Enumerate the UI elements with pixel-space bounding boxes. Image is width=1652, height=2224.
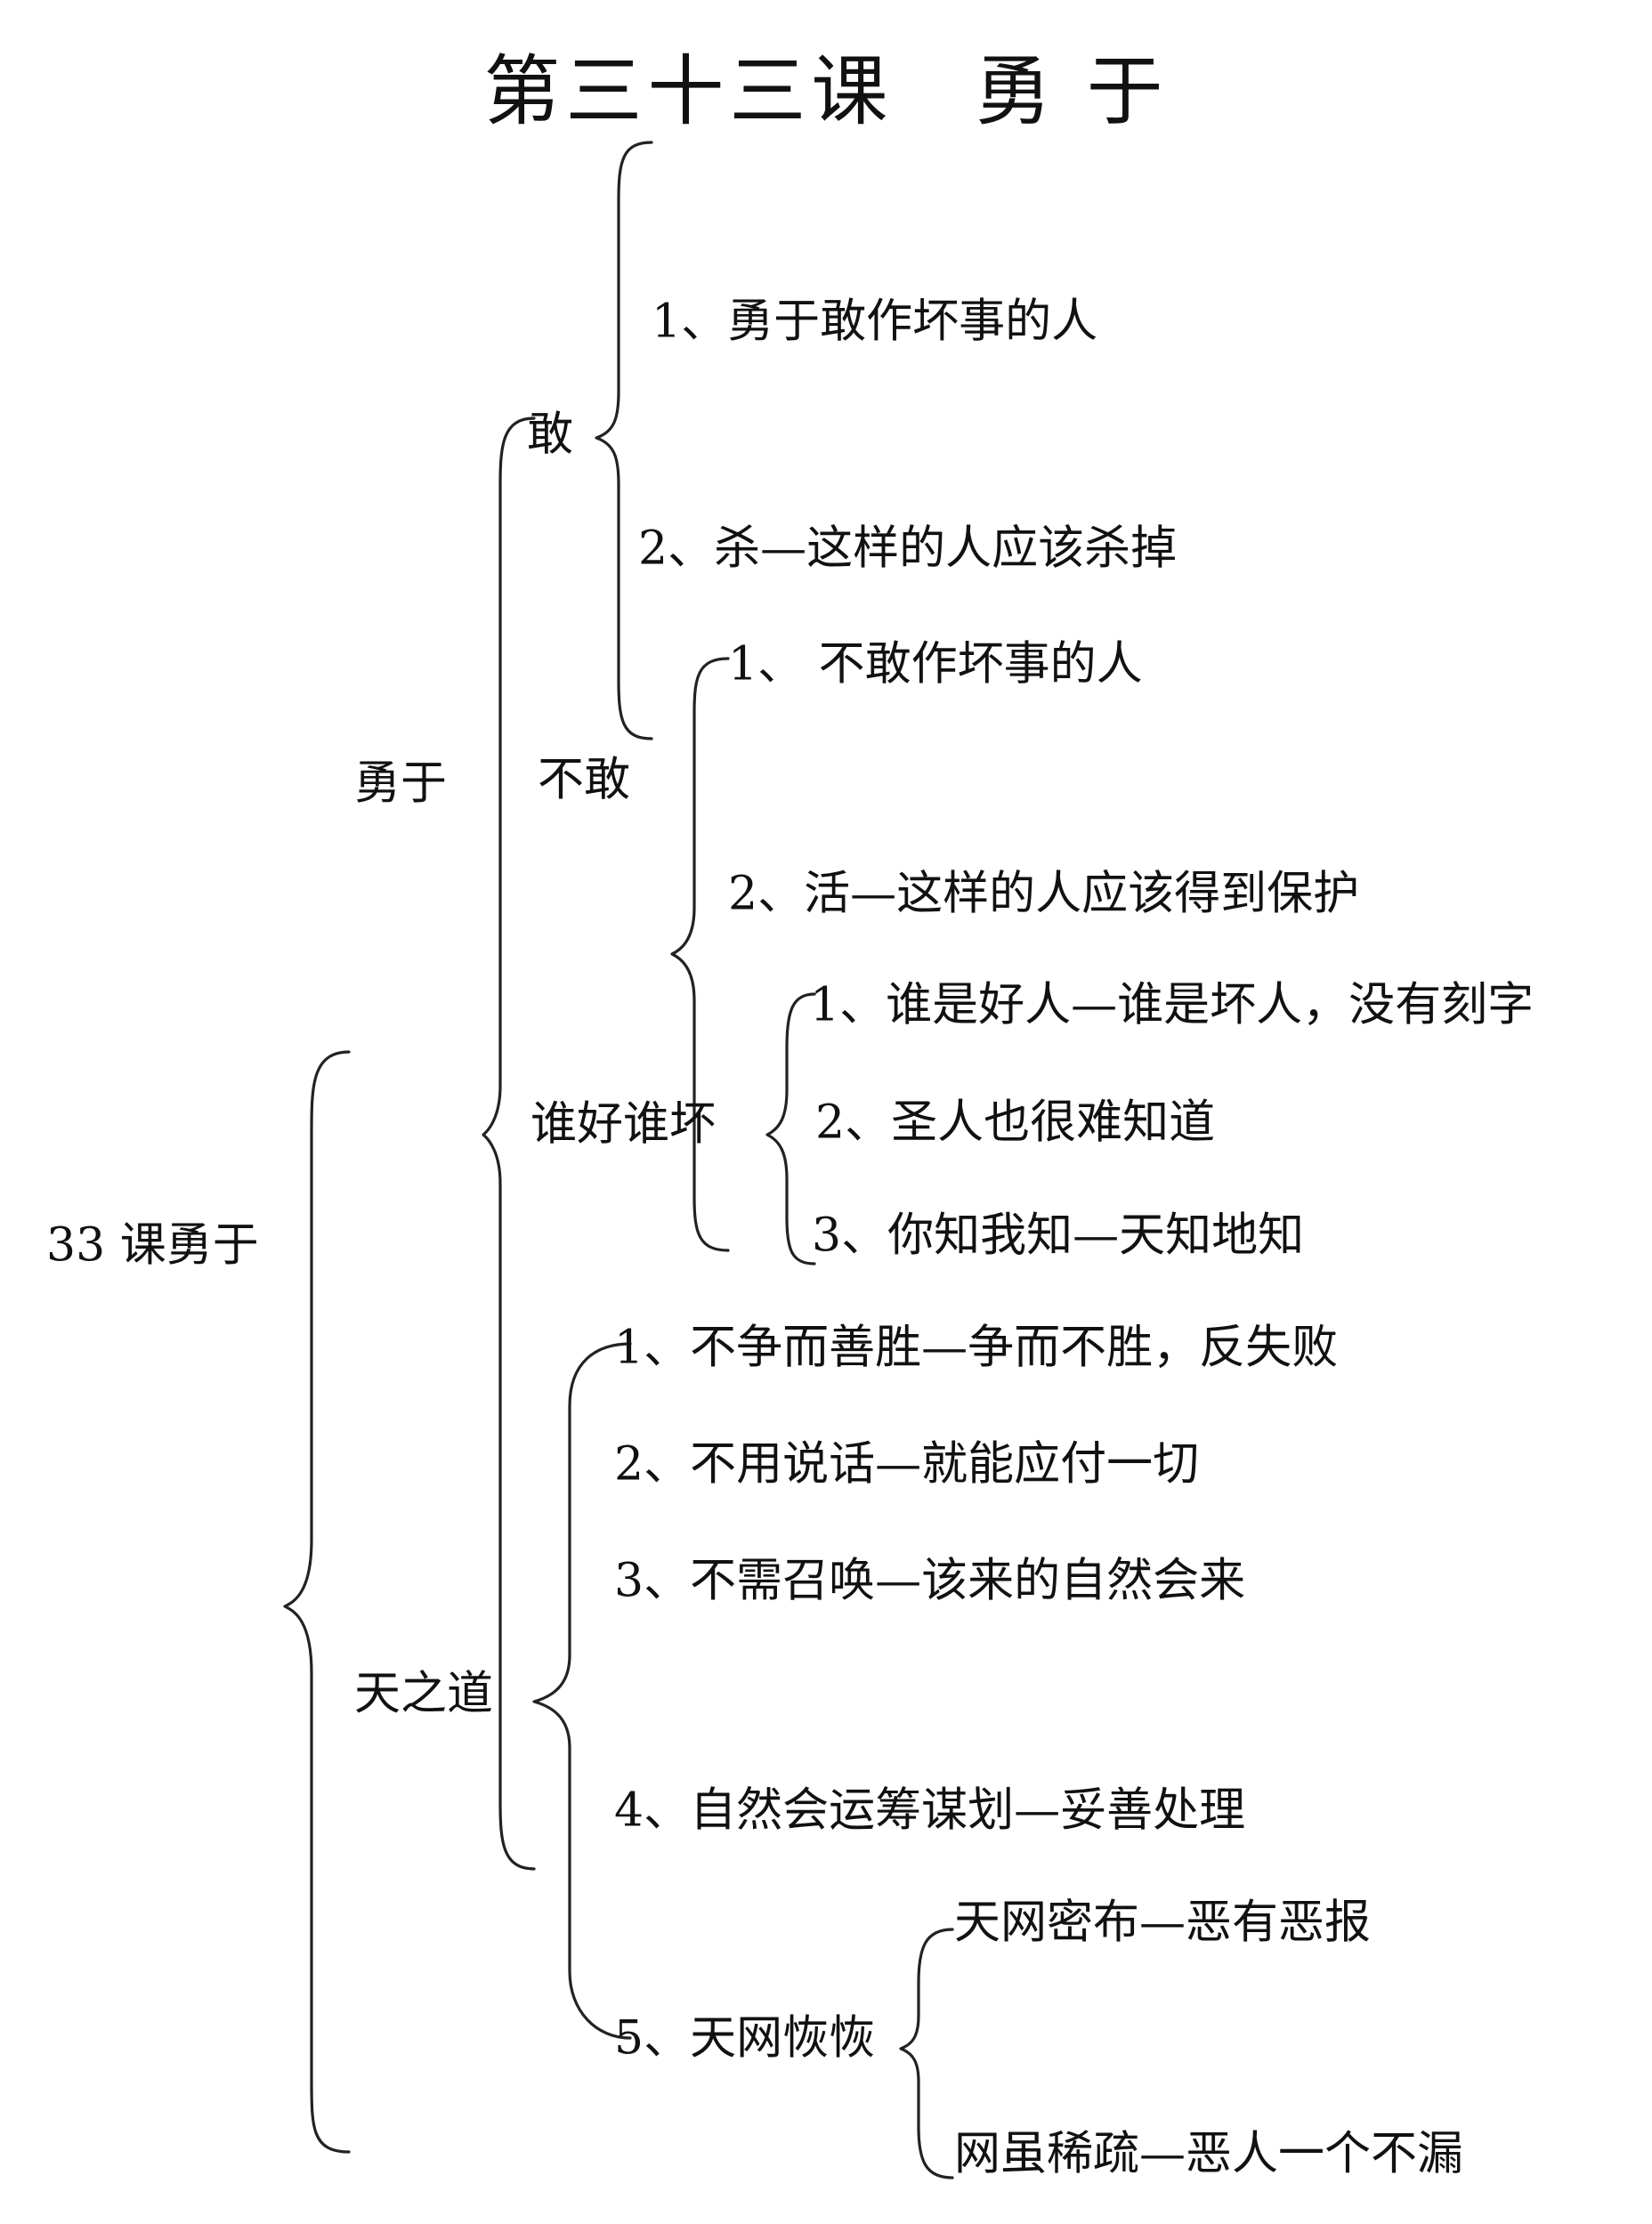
leaf-item: 1、谁是好人—谁是坏人，没有刻字 — [810, 979, 1534, 1032]
leaf-item: 天网密布—恶有恶报 — [954, 1896, 1371, 1950]
bracket-gan — [595, 141, 653, 740]
leaf-item: 3、你知我知—天知地知 — [812, 1209, 1304, 1263]
bracket-root — [283, 1050, 351, 2154]
leaf-item: 3、不需召唤—该来的自然会来 — [614, 1555, 1245, 1608]
branch-label-tianzhidao: 天之道 — [354, 1668, 493, 1721]
page-title: 第三十三课 勇 于 — [483, 47, 1169, 136]
leaf-item: 2、活—这样的人应该得到保护 — [728, 868, 1359, 921]
root-label: 33 课勇于 — [46, 1219, 259, 1273]
node-label-bugan: 不敢 — [538, 754, 630, 807]
leaf-item: 4、自然会运筹谋划—妥善处理 — [614, 1784, 1245, 1838]
node-label-tianwanghuihui: 5、天网恢恢 — [614, 2012, 875, 2066]
bracket-tianwang — [899, 1928, 954, 2180]
bracket-yongyu — [482, 416, 536, 1871]
branch-label-yongyu: 勇于 — [354, 757, 447, 811]
node-label-shuihaoshuihuai: 谁好谁坏 — [530, 1098, 716, 1152]
leaf-item: 1、不争而善胜—争而不胜，反失败 — [614, 1322, 1338, 1375]
bracket-shui — [765, 992, 816, 1266]
leaf-item: 1、 不敢作坏事的人 — [728, 638, 1143, 691]
leaf-item: 2、圣人也很难知道 — [815, 1096, 1215, 1150]
node-label-gan: 敢 — [527, 408, 573, 462]
bracket-tianzhidao — [532, 1342, 632, 2040]
bracket-bugan — [670, 657, 730, 1252]
leaf-item: 2、杀—这样的人应该杀掉 — [638, 522, 1177, 576]
leaf-item: 1、勇于敢作坏事的人 — [652, 295, 1097, 349]
leaf-item: 网虽稀疏—恶人一个不漏 — [954, 2128, 1463, 2181]
leaf-item: 2、不用说话—就能应付一切 — [614, 1438, 1199, 1492]
